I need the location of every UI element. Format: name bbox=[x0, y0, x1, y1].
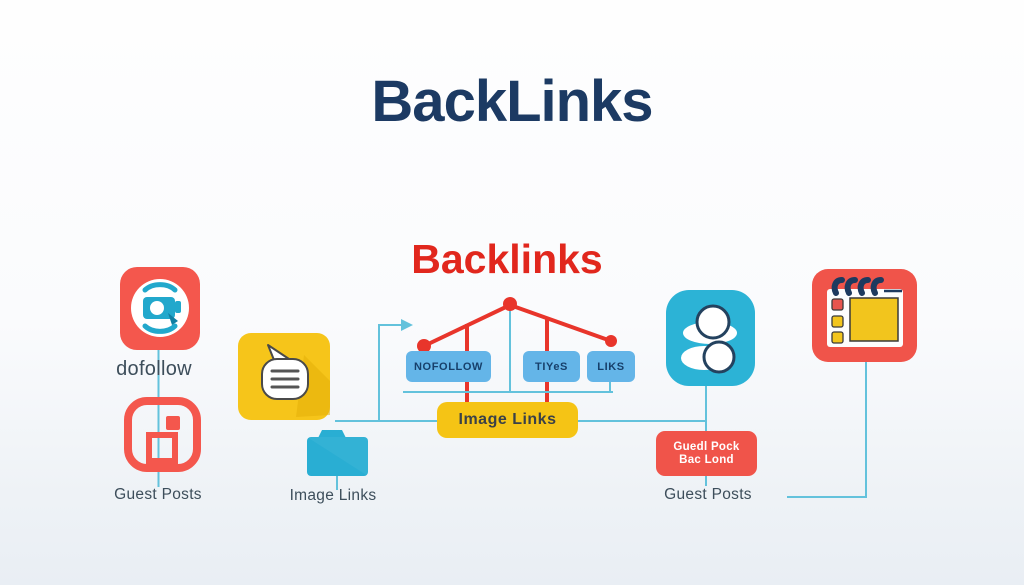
dofollow-label: dofollow bbox=[116, 358, 192, 380]
tree-left-dot bbox=[417, 339, 431, 353]
camera-search-icon bbox=[120, 267, 200, 350]
red-note-line1: Guedl Pock bbox=[673, 440, 740, 453]
image-links-hub-box: Image Links bbox=[437, 402, 578, 438]
arrow-to-tree bbox=[378, 324, 402, 421]
section-title: Backlinks bbox=[411, 236, 603, 282]
red-note-line2: Bac Lond bbox=[679, 453, 734, 466]
guest-posts-right-label: Guest Posts bbox=[664, 486, 752, 503]
guest-posts-left-label: Guest Posts bbox=[114, 486, 202, 503]
tree-box-nofollow: NOFOLLOW bbox=[406, 351, 491, 382]
arrowhead-icon bbox=[401, 319, 413, 331]
page-title: BackLinks bbox=[371, 69, 653, 134]
tree-apex-dot bbox=[503, 297, 517, 311]
line-browser-L bbox=[787, 362, 867, 498]
line-tree-right bbox=[509, 303, 612, 343]
tree-right-dot bbox=[605, 335, 617, 347]
people-icon bbox=[666, 290, 755, 386]
image-links-left-label: Image Links bbox=[289, 487, 377, 504]
folder-icon bbox=[306, 428, 370, 478]
speech-bubble-icon bbox=[238, 333, 330, 420]
door-icon bbox=[124, 397, 201, 472]
red-note-box: Guedl Pock Bac Lond bbox=[656, 431, 757, 476]
browser-window-icon bbox=[812, 269, 917, 362]
tree-box-tiyes: TIYeS bbox=[523, 351, 580, 382]
tree-box-liks: LIKS bbox=[587, 351, 635, 382]
